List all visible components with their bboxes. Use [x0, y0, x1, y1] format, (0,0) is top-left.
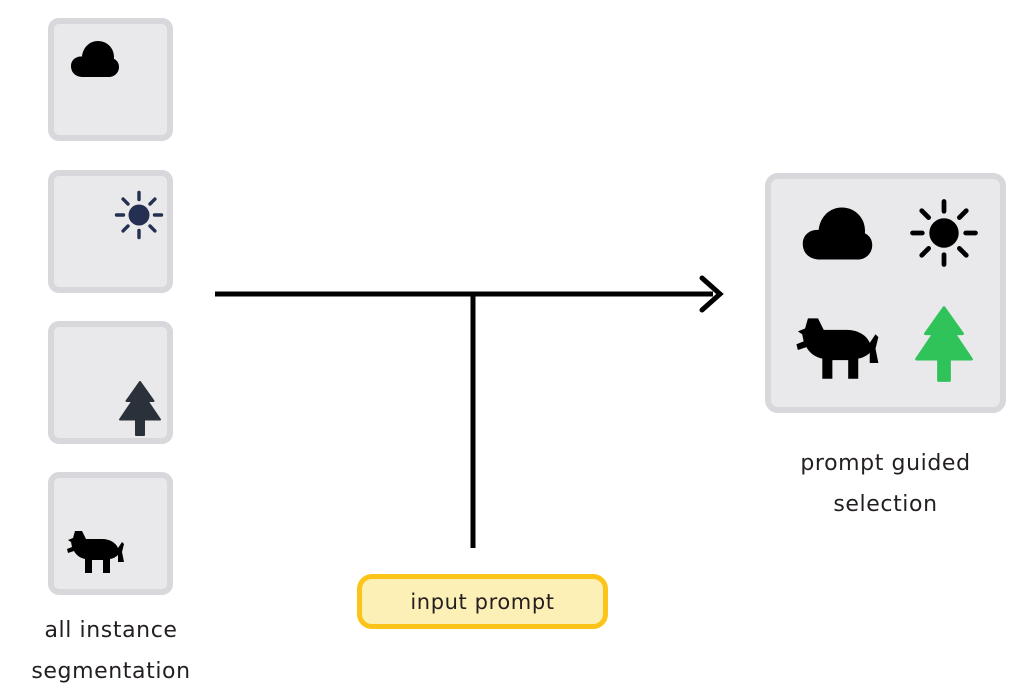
right-caption-line-2: selection — [833, 492, 938, 517]
cloud-icon — [802, 207, 873, 260]
tree-icon — [915, 306, 973, 382]
dog-icon — [796, 318, 879, 379]
instance-card-tree[interactable] — [48, 321, 173, 444]
dog-icon — [67, 531, 124, 573]
cloud-icon — [71, 41, 119, 77]
sun-icon — [114, 190, 164, 240]
right-caption: prompt guided selection — [765, 443, 1006, 525]
prompt-connector-line — [470, 292, 476, 548]
tree-icon — [119, 381, 161, 436]
input-prompt-label: input prompt — [410, 589, 555, 614]
left-caption-line-2: segmentation — [31, 659, 191, 684]
left-caption: all instance segmentation — [0, 610, 222, 692]
sun-icon — [910, 199, 978, 267]
process-arrow — [215, 275, 724, 313]
instance-card-sun[interactable] — [48, 170, 173, 293]
left-caption-line-1: all instance — [44, 618, 178, 643]
instance-card-dog[interactable] — [48, 472, 173, 595]
result-panel[interactable] — [765, 173, 1006, 413]
right-caption-line-1: prompt guided — [800, 451, 971, 476]
input-prompt-box[interactable]: input prompt — [357, 574, 608, 629]
instance-card-cloud[interactable] — [48, 18, 173, 141]
